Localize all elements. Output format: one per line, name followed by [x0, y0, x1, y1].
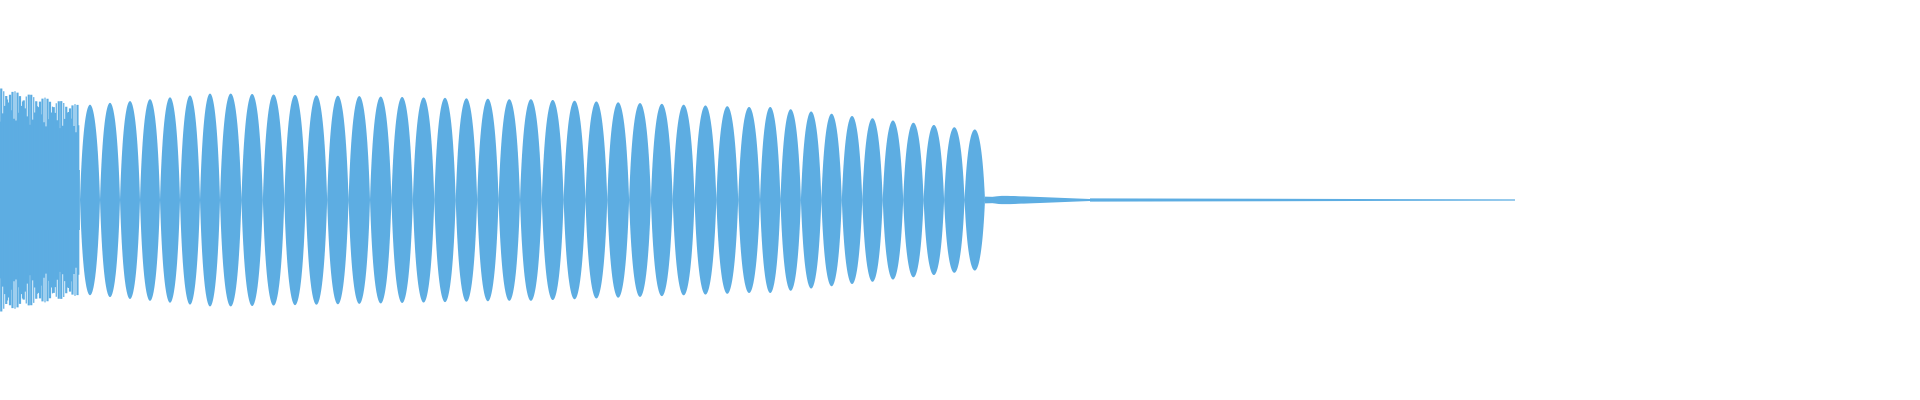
waveform-lobe [284, 94, 306, 306]
waveform-lobe [607, 102, 630, 298]
waveform-lobe [841, 116, 863, 284]
waveform-lobe [120, 101, 140, 299]
waveform-lobe [964, 129, 985, 271]
waveform-lobe [241, 94, 263, 306]
waveform-lobe [498, 99, 520, 301]
waveform-lobe [455, 98, 478, 302]
waveform-tail [1090, 198, 1515, 202]
waveform-lobe [716, 106, 739, 294]
waveform-lobe [629, 103, 651, 297]
waveform-lobe [923, 124, 945, 276]
waveform-lobe [650, 103, 673, 297]
waveform-lobe [738, 107, 760, 293]
waveform-lobe [412, 97, 435, 303]
waveform-core [0, 170, 80, 230]
waveform-lobe [220, 93, 242, 307]
waveform-lobe [862, 118, 883, 282]
waveform-lobe [585, 101, 608, 299]
waveform-lobe [262, 94, 285, 306]
waveform-lobe [100, 102, 120, 298]
waveform-decay-bridge [985, 195, 1090, 205]
waveform-lobe [180, 95, 200, 305]
waveform-lobe [348, 96, 370, 304]
waveform-lobe [903, 122, 924, 278]
waveform-lobe [327, 95, 349, 305]
waveform-lobe [672, 104, 695, 296]
waveform-lobe [694, 105, 717, 295]
waveform-lobe [305, 95, 328, 305]
waveform-lobe [434, 97, 456, 303]
waveform-lobe [370, 96, 392, 304]
waveform-lobe [800, 111, 822, 289]
waveform-lobe [760, 107, 781, 293]
waveform-lobe [821, 113, 842, 287]
waveform-lobe [477, 98, 499, 302]
waveform-lobe [140, 99, 160, 301]
waveform-lobe [391, 97, 413, 303]
waveform-lobe [520, 99, 542, 301]
waveform-lobe [882, 120, 904, 280]
waveform-lobe [160, 97, 180, 303]
waveform-lobe [80, 104, 100, 296]
waveform-lobe [541, 99, 564, 301]
waveform-lobe [563, 100, 586, 300]
waveform-lobe [944, 127, 965, 273]
waveform-lobe [780, 109, 801, 291]
waveform-lobe [200, 93, 220, 307]
